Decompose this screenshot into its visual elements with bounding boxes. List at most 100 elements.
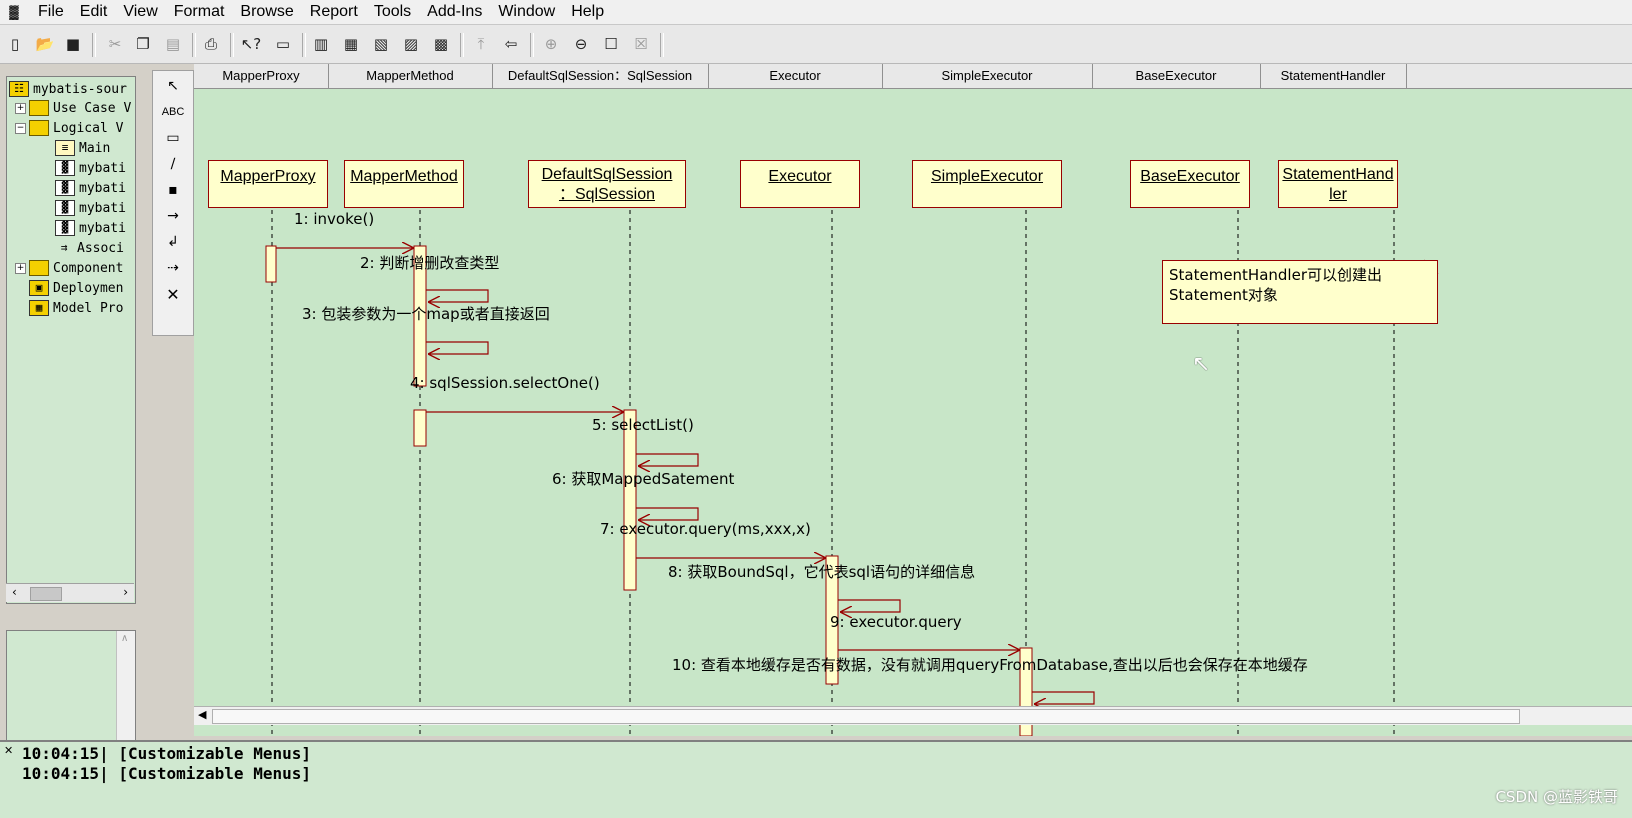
scroll-left-icon[interactable]: ◀ — [198, 708, 207, 721]
toolbar-separator — [530, 33, 534, 57]
tree-item-logical-view[interactable]: Logical V — [29, 118, 153, 138]
close-icon[interactable]: ✕ — [4, 744, 14, 757]
header-sqlsession[interactable]: DefaultSqlSession：SqlSession — [492, 64, 709, 88]
copy-icon[interactable]: ❐ — [136, 35, 150, 53]
zoom-in-icon[interactable]: ⊕ — [544, 35, 558, 53]
object-mapperproxy[interactable]: MapperProxy — [208, 160, 328, 208]
message-label[interactable]: 10: 查看本地缓存是否有数据，没有就调用queryFromDatabase,查… — [672, 656, 1308, 674]
menu-edit[interactable]: Edit — [79, 3, 108, 20]
object-sqlsession[interactable]: DefaultSqlSession ：SqlSession — [528, 160, 686, 208]
tree-item-main[interactable]: ≡ Main — [55, 138, 179, 158]
diagram-horizontal-scrollbar[interactable]: ◀ — [194, 706, 1632, 725]
interaction-diagram-icon[interactable]: ▦ — [343, 35, 359, 53]
tree-horizontal-scrollbar[interactable]: ‹ › — [6, 583, 134, 602]
object-simpleexecutor[interactable]: SimpleExecutor — [912, 160, 1062, 208]
object-tool-icon[interactable]: ▪ — [168, 182, 178, 198]
tree-item-use-case-view[interactable]: Use Case V — [29, 98, 153, 118]
class-diagram-icon[interactable]: ▥ — [313, 35, 329, 53]
menu-window[interactable]: Window — [498, 3, 556, 20]
deployment-diagram-icon[interactable]: ▨ — [403, 35, 419, 53]
object-executor[interactable]: Executor — [740, 160, 860, 208]
message-label[interactable]: 6: 获取MappedSatement — [552, 470, 735, 488]
message-label[interactable]: 9: executor.query — [830, 613, 962, 631]
scroll-left-icon[interactable]: ‹ — [12, 585, 17, 599]
object-statementhandler[interactable]: StatementHand ler — [1278, 160, 1398, 208]
self-message-arrow — [838, 599, 901, 612]
object-name: StatementHand — [1282, 166, 1394, 183]
doc-vertical-scrollbar[interactable]: ∧ ∨ — [116, 631, 135, 751]
tree-item-deployment-view[interactable]: ▣ Deploymen — [29, 278, 153, 298]
message-label[interactable]: 3: 包装参数为一个map或者直接返回 — [302, 305, 550, 323]
documentation-window[interactable]: ∧ ∨ — [6, 630, 136, 752]
menu-format[interactable]: Format — [173, 3, 225, 20]
message-label[interactable]: 1: invoke() — [294, 210, 375, 228]
context-help-icon[interactable]: ↖? — [240, 35, 262, 53]
header-statementhandler[interactable]: StatementHandler — [1260, 64, 1407, 88]
header-simpleexecutor[interactable]: SimpleExecutor — [882, 64, 1093, 88]
note-tool-icon[interactable]: ▭ — [166, 130, 180, 146]
header-mapperproxy[interactable]: MapperProxy — [194, 64, 329, 88]
message-to-self-icon[interactable]: ↲ — [167, 234, 179, 250]
tree-item-mybatis-1[interactable]: ▓ mybati — [55, 158, 179, 178]
menu-browse[interactable]: Browse — [240, 3, 294, 20]
object-mappermethod[interactable]: MapperMethod — [344, 160, 464, 208]
header-baseexecutor[interactable]: BaseExecutor — [1092, 64, 1261, 88]
tree-item-component-view[interactable]: Component — [29, 258, 153, 278]
open-folder-icon[interactable]: 📂 — [35, 35, 55, 53]
statechart-diagram-icon[interactable]: ▩ — [433, 35, 449, 53]
tree-root[interactable]: ☷ mybatis-sour — [9, 79, 133, 99]
header-executor[interactable]: Executor — [708, 64, 883, 88]
scroll-thumb[interactable] — [30, 587, 62, 601]
cut-icon[interactable]: ✂ — [108, 35, 122, 53]
message-label[interactable]: 8: 获取BoundSql，它代表sql语句的详细信息 — [668, 563, 976, 581]
toolbar-separator — [302, 33, 306, 57]
collapse-icon[interactable]: − — [15, 123, 26, 134]
expand-icon[interactable]: + — [15, 103, 26, 114]
activation-bar — [413, 409, 427, 447]
message-label[interactable]: 7: executor.query(ms,xxx,x) — [600, 520, 811, 538]
tree-item-mybatis-4[interactable]: ▓ mybati — [55, 218, 179, 238]
menu-report[interactable]: Report — [309, 3, 358, 20]
message-label[interactable]: 5: selectList() — [592, 416, 694, 434]
menu-view[interactable]: View — [123, 3, 158, 20]
tree-item-model-properties[interactable]: ▦ Model Pro — [29, 298, 153, 318]
object-baseexecutor[interactable]: BaseExecutor — [1130, 160, 1250, 208]
undo-fit-icon[interactable]: ☒ — [634, 35, 648, 53]
log-window[interactable]: ✕ 10:04:15| [Customizable Menus] 10:04:1… — [0, 740, 1632, 818]
fit-in-window-icon[interactable]: ☐ — [604, 35, 618, 53]
window-icon[interactable]: ▭ — [275, 35, 291, 53]
note-statementhandler[interactable]: StatementHandler可以创建出 Statement对象 — [1162, 260, 1438, 324]
text-box-tool[interactable]: ABC — [161, 106, 185, 118]
message-label[interactable]: 4: sqlSession.selectOne() — [410, 374, 600, 392]
save-icon[interactable]: ■ — [65, 35, 81, 53]
scroll-up-icon[interactable]: ∧ — [121, 633, 129, 644]
browse-parent-icon[interactable]: ⤒ — [477, 35, 485, 53]
tree-item-mybatis-3[interactable]: ▓ mybati — [55, 198, 179, 218]
tree-item-associations[interactable]: ⇉ Associ — [55, 238, 179, 258]
menu-file[interactable]: File — [38, 3, 64, 20]
expand-icon[interactable]: + — [15, 263, 26, 274]
object-message-icon[interactable]: → — [167, 208, 179, 224]
previous-diagram-icon[interactable]: ⇦ — [504, 35, 518, 53]
anchor-note-icon[interactable]: ∕ — [170, 156, 176, 172]
paste-icon[interactable]: ▤ — [165, 35, 181, 53]
destruction-marker-icon[interactable]: ✕ — [166, 284, 180, 304]
selection-pointer-icon[interactable]: ↖ — [167, 78, 179, 94]
component-diagram-icon[interactable]: ▧ — [373, 35, 389, 53]
new-file-icon[interactable]: ▯ — [10, 35, 20, 53]
menu-add-ins[interactable]: Add-Ins — [427, 3, 483, 20]
sequence-diagram-canvas[interactable]: MapperProxy MapperMethod DefaultSqlSessi… — [194, 64, 1632, 736]
return-message-icon[interactable]: ⇢ — [167, 260, 179, 276]
header-mappermethod[interactable]: MapperMethod — [328, 64, 493, 88]
menu-tools[interactable]: Tools — [373, 3, 412, 20]
menu-help[interactable]: Help — [571, 3, 605, 20]
message-label[interactable]: 2: 判断增删改查类型 — [360, 254, 500, 272]
zoom-out-icon[interactable]: ⊖ — [574, 35, 588, 53]
tree-item-mybatis-2[interactable]: ▓ mybati — [55, 178, 179, 198]
log-entry: 10:04:15| [Customizable Menus] — [22, 764, 311, 783]
toolbar-separator — [192, 33, 196, 57]
print-icon[interactable]: ⎙ — [204, 35, 217, 53]
scroll-thumb[interactable] — [212, 709, 1520, 724]
rose-app-icon[interactable]: ▓ — [9, 4, 19, 19]
scroll-right-icon[interactable]: › — [123, 585, 128, 599]
